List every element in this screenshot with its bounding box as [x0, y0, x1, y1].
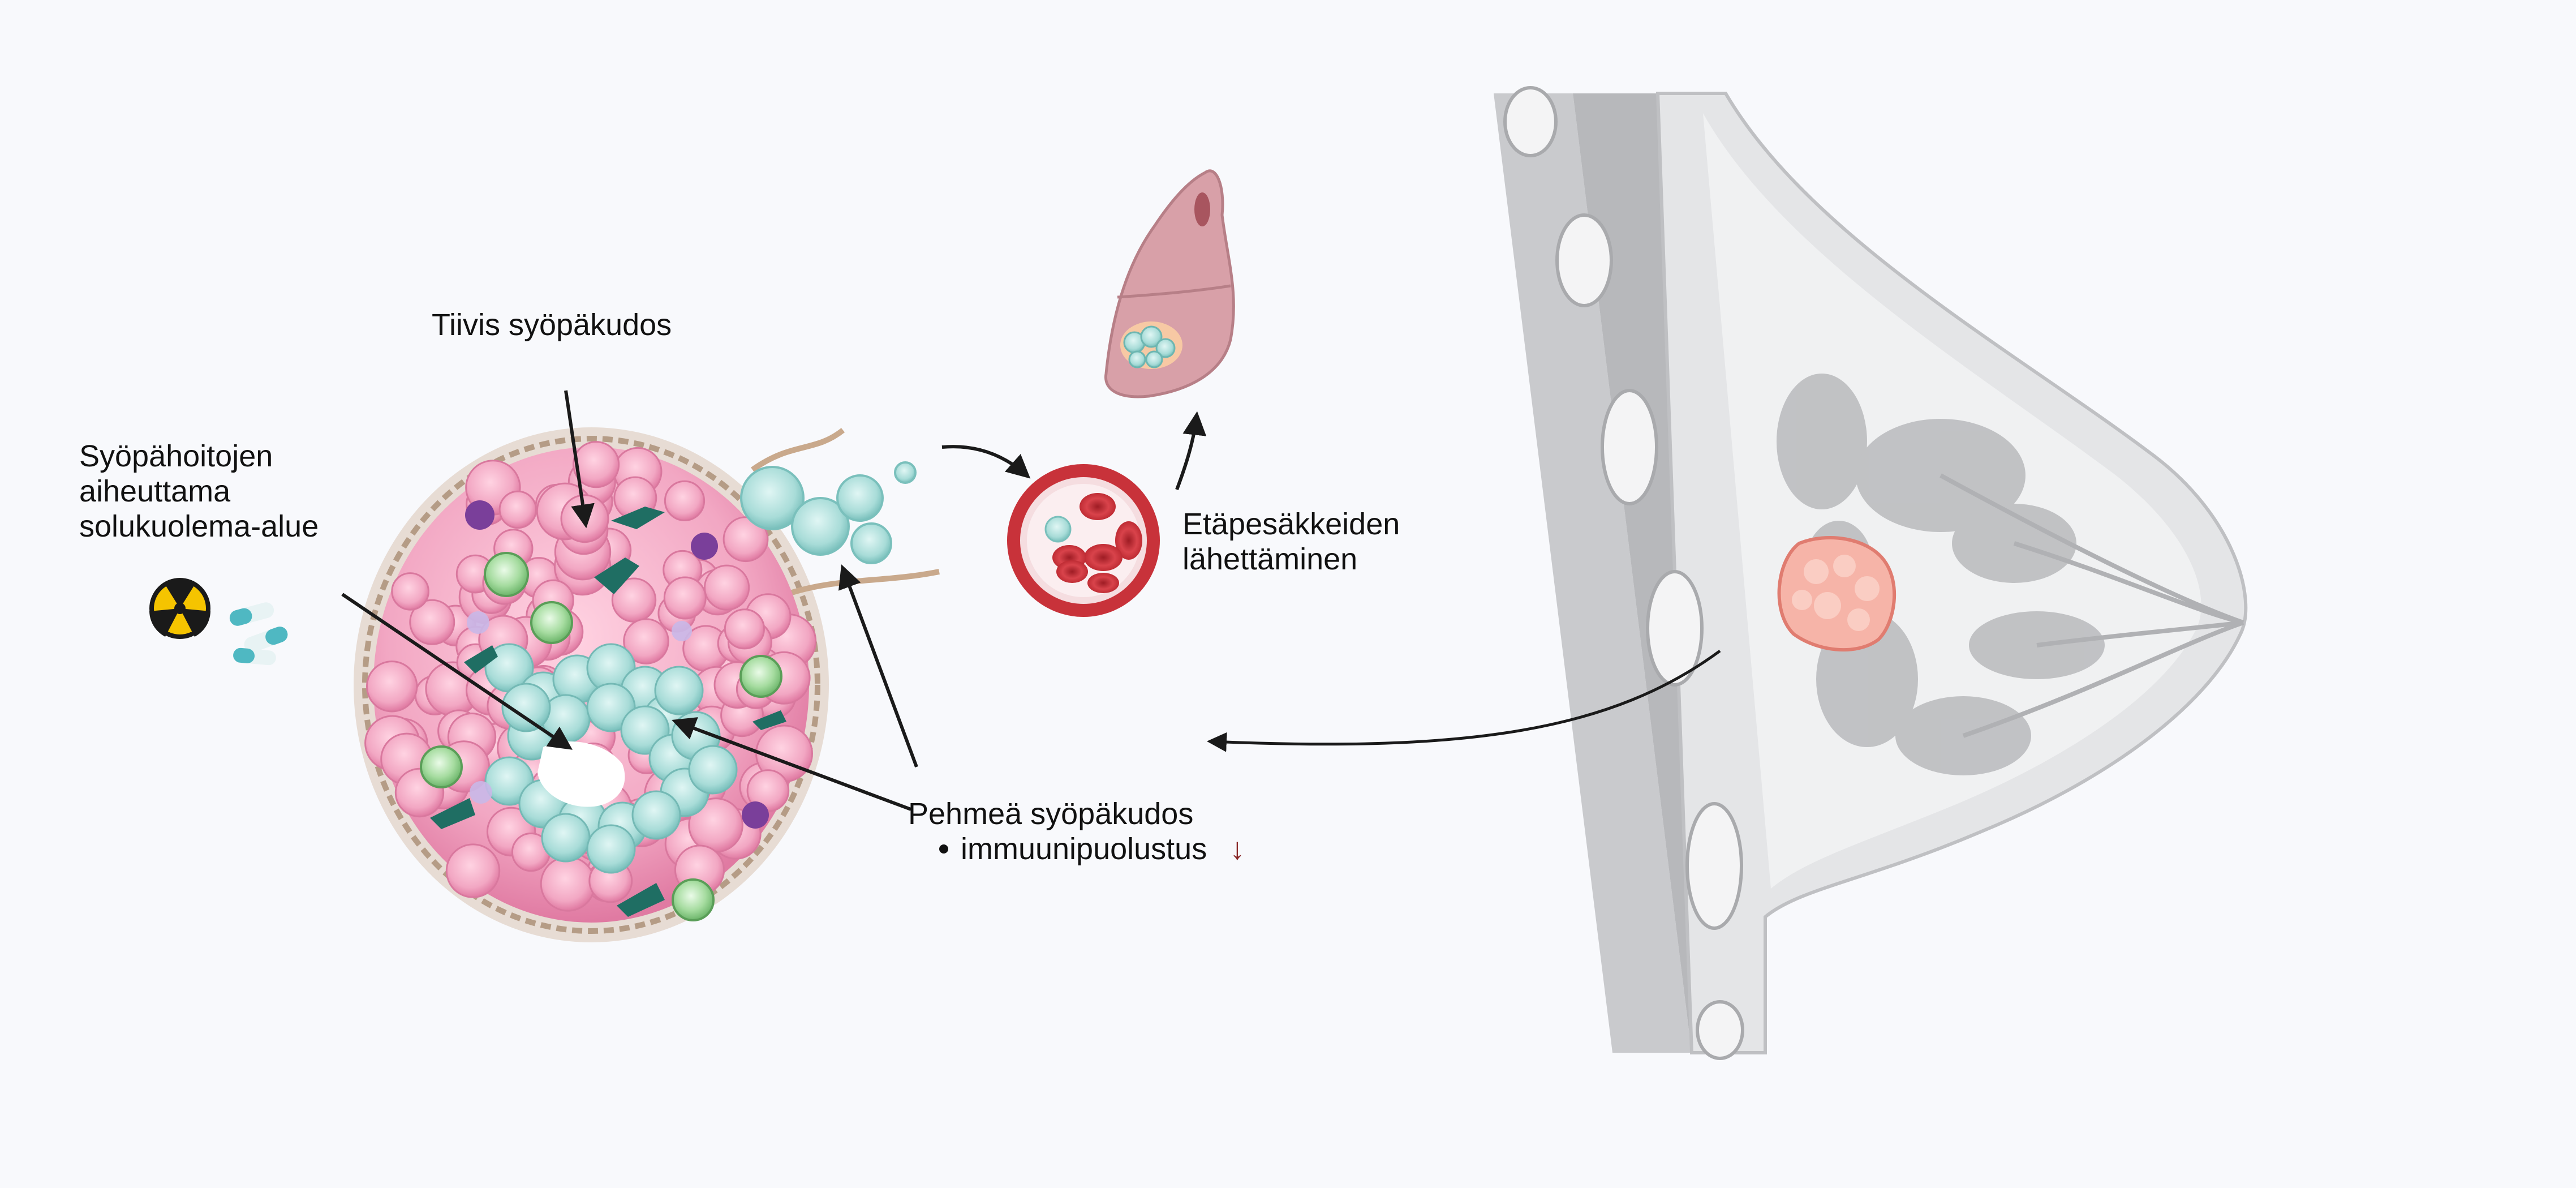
tumor-cell: [573, 441, 620, 488]
soft-tissue-cell: [501, 683, 551, 732]
label-metastasis-line1: Etäpesäkkeiden: [1182, 507, 1400, 541]
tumor-cell: [704, 564, 750, 611]
bullet-dot: [939, 844, 948, 854]
label-dense-tissue-text: Tiivis syöpäkudos: [432, 308, 672, 342]
arrow-soft-1: [672, 717, 912, 811]
immune-cells: [420, 500, 786, 921]
soft-tissue-cell: [631, 790, 681, 840]
tumor-cell: [663, 576, 707, 620]
soft-tissue-cell: [688, 745, 738, 795]
label-dense-tissue: Tiivis syöpäkudos: [432, 307, 672, 342]
label-necrosis-line1: Syöpähoitojen: [79, 439, 273, 473]
label-metastasis: Etäpesäkkeiden lähettäminen: [1182, 507, 1400, 577]
tumor-cell: [391, 572, 429, 611]
tumor-cell: [409, 599, 455, 645]
label-soft-tissue: Pehmeä syöpäkudos immuunipuolustus ↓: [908, 796, 1245, 867]
radiation-icon: [149, 578, 210, 639]
label-necrosis-area: Syöpähoitojen aiheuttama solukuolema-alu…: [79, 439, 319, 544]
arrow-soft-2: [838, 564, 918, 768]
tumor-cell: [540, 856, 596, 912]
soft-tissue-bullet: immuunipuolustus ↓: [908, 831, 1245, 867]
blood-vessel-icon: [1007, 464, 1160, 617]
soft-tissue-cell: [586, 824, 636, 874]
necrosis-area: [537, 741, 625, 807]
breast-icon: [1494, 86, 2248, 1060]
label-necrosis-line3: solukuolema-alue: [79, 509, 319, 543]
soft-tissue-protrusion: [740, 461, 917, 564]
tumor-cell: [664, 480, 706, 522]
tumor-cell: [723, 516, 769, 563]
tumor-cell: [724, 608, 766, 650]
lung-icon: [1104, 169, 1235, 398]
tumor-cell: [366, 661, 418, 713]
soft-tissue-cell: [654, 666, 704, 715]
bullet-text: immuunipuolustus: [961, 832, 1207, 866]
down-arrow-icon: ↓: [1229, 832, 1245, 866]
label-necrosis-line2: aiheuttama: [79, 474, 231, 508]
tumor-cell: [445, 843, 501, 898]
soft-tissue-cell: [541, 813, 591, 863]
label-soft-tissue-text: Pehmeä syöpäkudos: [908, 797, 1194, 831]
arrow-to-vessel: [941, 445, 1031, 479]
arrow-to-lung: [1175, 411, 1207, 491]
arrow-to-necrosis: [341, 593, 573, 750]
tumor-cell: [623, 618, 669, 664]
label-metastasis-line2: lähettäminen: [1182, 542, 1358, 576]
arrow-to-dense: [564, 390, 595, 529]
tumor-cell: [611, 577, 657, 623]
tumor-cell: [498, 490, 537, 529]
zoom-arrow: [1207, 649, 1721, 752]
capsule-icon: [229, 602, 288, 666]
